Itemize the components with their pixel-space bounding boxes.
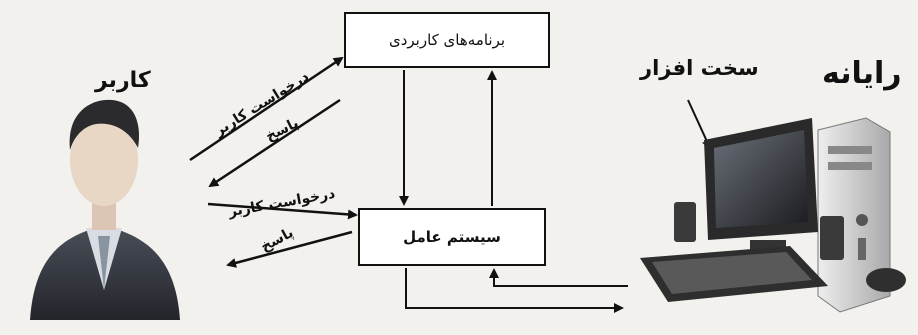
computer-label: رایانه [822,56,902,91]
os-box: سیستم عامل [358,208,546,266]
computer-hardware-icon [640,117,906,313]
user-avatar-icon [30,99,180,320]
hardware-label: سخت افزار [640,56,759,80]
arrow-os-to-hardware [405,268,624,313]
user-label: کاربر [95,68,151,93]
arrow-hardware-to-os [489,268,628,287]
arrow-response-from-apps [208,98,341,188]
arrow-response-from-os [226,230,353,268]
os-label: سیستم عامل [403,228,501,246]
arrow-request-to-apps [189,56,344,162]
arrow-request-to-os [207,202,358,220]
applications-box: برنامه‌های کاربردی [344,12,550,68]
applications-label: برنامه‌های کاربردی [388,31,506,49]
